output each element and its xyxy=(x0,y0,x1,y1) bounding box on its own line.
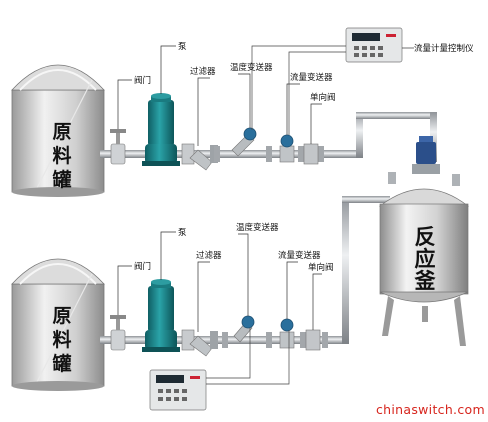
label-flow-transmitter: 流量变送器 xyxy=(278,250,321,261)
tank-label-char: 原 xyxy=(52,305,71,327)
tank-label-char: 料 xyxy=(52,144,71,167)
filter-icon xyxy=(181,143,218,171)
tank-label-char: 罐 xyxy=(51,352,71,375)
main-pipe xyxy=(100,150,362,158)
reactor-label-char: 应 xyxy=(415,247,436,271)
filter-icon xyxy=(181,329,218,357)
label-flow-transmitter: 流量变送器 xyxy=(290,72,333,83)
flow-transmitter-icon xyxy=(279,134,295,163)
reactor-label-char: 釜 xyxy=(414,269,437,293)
check-valve-icon xyxy=(305,329,321,351)
tank-label-char: 料 xyxy=(52,328,71,351)
valve-icon xyxy=(110,315,126,351)
tank-label-char: 原 xyxy=(52,121,71,143)
pump-icon xyxy=(142,279,180,352)
raw-tank-2: 原 料 罐 xyxy=(11,258,105,391)
label-filter: 过滤器 xyxy=(196,250,222,261)
label-pump: 泵 xyxy=(178,228,187,238)
pipeline-1 xyxy=(100,93,437,171)
down-pipe xyxy=(430,112,437,162)
raw-tank-1: 原 料 罐 xyxy=(11,64,105,197)
temp-transmitter-icon xyxy=(231,127,257,157)
watermark: chinaswitch.com xyxy=(376,402,485,417)
label-filter: 过滤器 xyxy=(190,66,216,77)
reactor-label-char: 反 xyxy=(415,225,436,249)
label-pump: 泵 xyxy=(178,42,187,52)
flow-controller-bottom xyxy=(149,369,207,411)
flow-transmitter-icon xyxy=(279,318,295,349)
top-pipe xyxy=(342,196,390,203)
check-valve-icon xyxy=(303,143,319,165)
valve-icon xyxy=(110,129,126,165)
riser-pipe xyxy=(342,196,349,344)
top-pipe xyxy=(356,112,436,119)
label-temp-transmitter: 温度变送器 xyxy=(230,62,273,73)
label-valve: 阀门 xyxy=(134,75,151,86)
reactor: 反 应 釜 xyxy=(378,136,470,346)
pipeline-2 xyxy=(100,196,390,357)
label-valve: 阀门 xyxy=(134,261,151,272)
label-check-valve: 单向阀 xyxy=(308,262,334,273)
label-controller: 流量计量控制仪 xyxy=(414,43,474,54)
label-temp-transmitter: 温度变送器 xyxy=(236,222,279,233)
tank-label-char: 罐 xyxy=(51,168,71,191)
leader-lines xyxy=(117,45,414,385)
flow-controller-top xyxy=(345,27,403,63)
label-check-valve: 单向阀 xyxy=(310,92,336,103)
pump-icon xyxy=(142,93,180,166)
riser-pipe xyxy=(356,112,363,158)
